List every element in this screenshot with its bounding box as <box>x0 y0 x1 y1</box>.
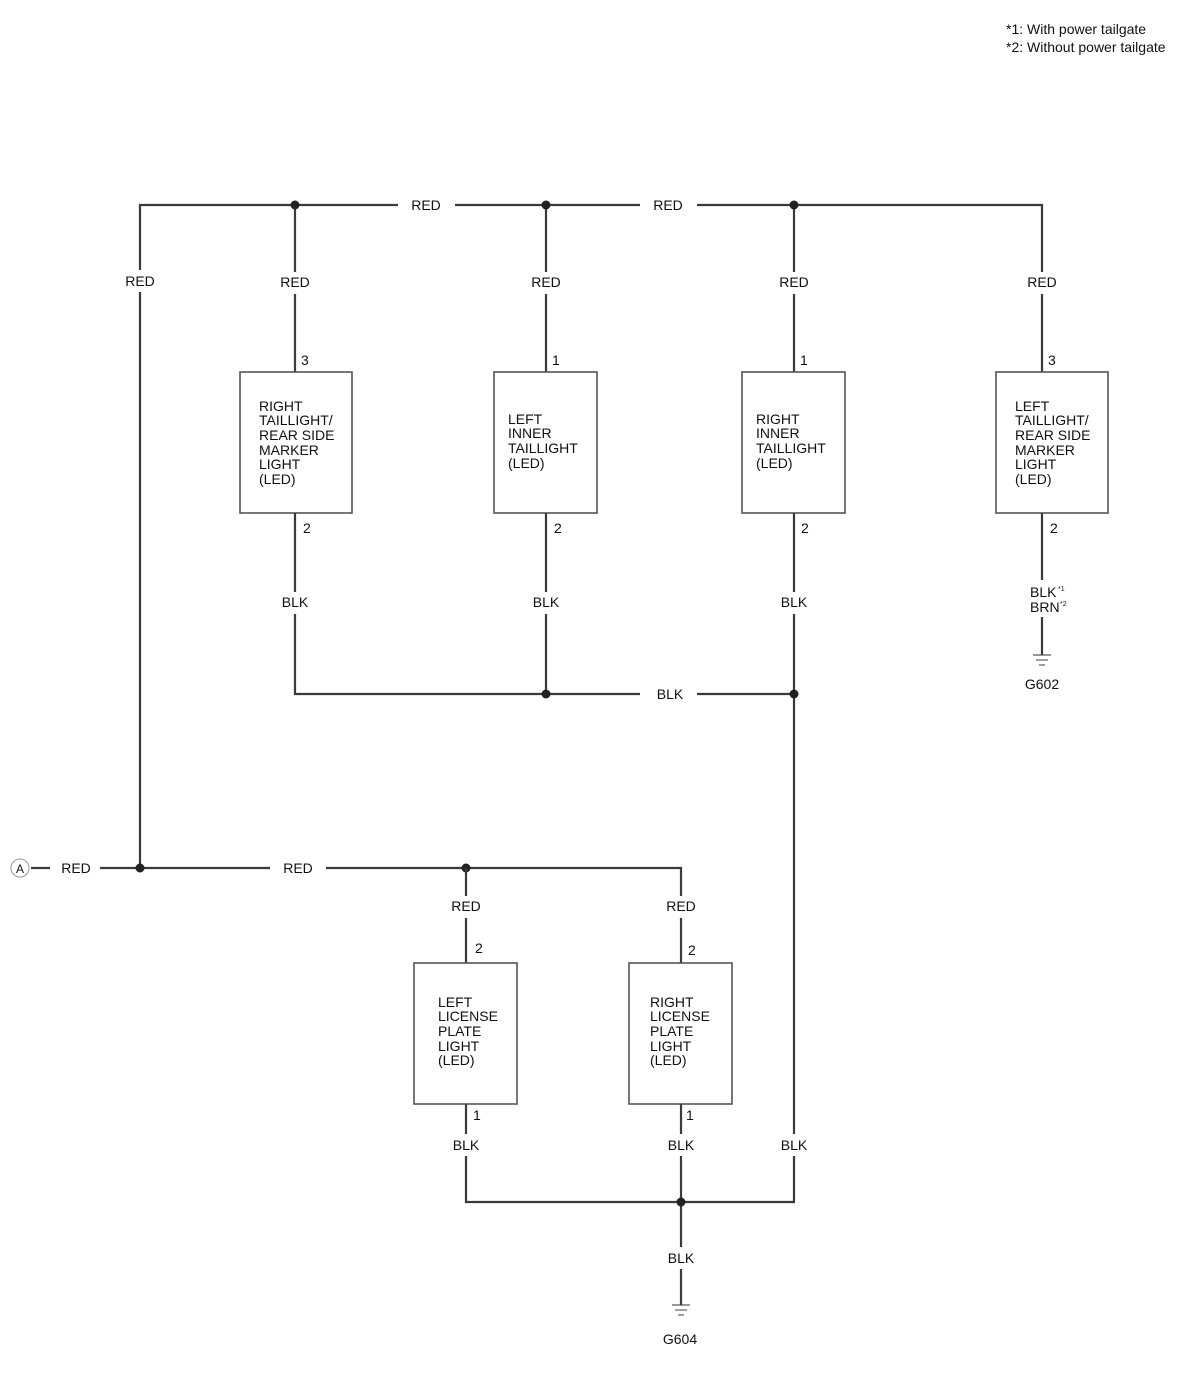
wire-label-red-llp: RED <box>451 898 481 914</box>
wire-label-blk-li: BLK <box>533 594 560 610</box>
wire-label-blk-lt: BLK <box>1030 584 1057 600</box>
blk-wire-right-inner <box>464 513 796 1204</box>
pin-ri-top: 1 <box>800 352 808 368</box>
component-label-line: REAR SIDE <box>259 427 334 443</box>
component-label-line: LICENSE <box>438 1008 498 1024</box>
splice-dot <box>676 1197 686 1207</box>
component-label-line: (LED) <box>508 455 545 471</box>
component-label-line: (LED) <box>756 455 793 471</box>
pin-ri-bot: 2 <box>801 520 809 536</box>
component-label-line: LEFT <box>438 994 473 1010</box>
right-license-plate-light-component: RIGHT LICENSE PLATE LIGHT (LED) <box>628 962 733 1105</box>
component-label-line: (LED) <box>259 471 296 487</box>
splice-dot <box>789 689 799 699</box>
component-label-line: TAILLIGHT/ <box>1015 412 1089 428</box>
wire-label-blk-ri: BLK <box>781 594 808 610</box>
splice-dot <box>541 689 551 699</box>
ground-symbol-g602 <box>1033 650 1051 666</box>
wire-label-blk-right: BLK <box>781 1137 808 1153</box>
wire-label-red-li: RED <box>531 274 561 290</box>
splice-dot <box>789 200 799 210</box>
wire-label-red-a: RED <box>61 860 91 876</box>
component-label-line: LIGHT <box>1015 456 1057 472</box>
component-label-line: LIGHT <box>259 456 301 472</box>
wire-label-blk-llp: BLK <box>453 1137 480 1153</box>
component-label-line: INNER <box>756 425 800 441</box>
component-label-line: TAILLIGHT <box>756 440 826 456</box>
left-inner-taillight-component: LEFT INNER TAILLIGHT (LED) <box>493 371 598 514</box>
pin-li-top: 1 <box>552 352 560 368</box>
pin-rt-bot: 2 <box>303 520 311 536</box>
wire-label-sup-1: *1 <box>1058 586 1065 593</box>
splice-dot <box>135 863 145 873</box>
note-1: *1: With power tailgate <box>1006 21 1146 37</box>
wire-label-red-top-2: RED <box>653 197 683 213</box>
ground-label-g602: G602 <box>1025 676 1059 692</box>
pin-rt-top: 3 <box>301 352 309 368</box>
component-label-line: TAILLIGHT/ <box>259 412 333 428</box>
wire-label-red-top-1: RED <box>411 197 441 213</box>
right-inner-taillight-component: RIGHT INNER TAILLIGHT (LED) <box>741 371 846 514</box>
component-label-line: LEFT <box>508 411 543 427</box>
wire-break <box>118 270 162 292</box>
wire-label-blk-rt: BLK <box>282 594 309 610</box>
left-taillight-component: LEFT TAILLIGHT/ REAR SIDE MARKER LIGHT (… <box>995 371 1109 514</box>
pin-llp-top: 2 <box>475 940 483 956</box>
red-top-bus-wire <box>138 203 1044 868</box>
component-label-line: PLATE <box>438 1023 481 1039</box>
wire-label-red-rlp: RED <box>666 898 696 914</box>
left-license-plate-light-component: LEFT LICENSE PLATE LIGHT (LED) <box>413 962 518 1105</box>
pin-lt-bot: 2 <box>1050 520 1058 536</box>
wire-label-blk-rlp: BLK <box>668 1137 695 1153</box>
wire-label-blk-mid: BLK <box>657 686 684 702</box>
ground-symbol-g604 <box>672 1300 690 1316</box>
component-label-line: INNER <box>508 425 552 441</box>
component-label-line: LIGHT <box>438 1038 480 1054</box>
component-label-line: (LED) <box>650 1052 687 1068</box>
component-label-line: RIGHT <box>650 994 694 1010</box>
component-label-line: REAR SIDE <box>1015 427 1090 443</box>
pin-rlp-bot: 1 <box>686 1107 694 1123</box>
wire-label-red-ri: RED <box>779 274 809 290</box>
component-label-line: MARKER <box>1015 442 1075 458</box>
component-label-line: LEFT <box>1015 398 1050 414</box>
pin-llp-bot: 1 <box>473 1107 481 1123</box>
wire-label-red-mid: RED <box>283 860 313 876</box>
component-label-line: (LED) <box>1015 471 1052 487</box>
pin-li-bot: 2 <box>554 520 562 536</box>
wire-label-sup-2: *2 <box>1060 601 1067 608</box>
component-label-line: LICENSE <box>650 1008 710 1024</box>
wire-label-red-lt: RED <box>1027 274 1057 290</box>
wire-label-brn-lt: BRN <box>1030 599 1060 615</box>
component-label-line: PLATE <box>650 1023 693 1039</box>
wire-label-red-left: RED <box>125 273 155 289</box>
red-wire-connector-a <box>31 866 683 896</box>
component-label-line: MARKER <box>259 442 319 458</box>
splice-dot <box>541 200 551 210</box>
component-label-line: RIGHT <box>756 411 800 427</box>
connector-a: A <box>10 858 30 878</box>
right-taillight-component: RIGHT TAILLIGHT/ REAR SIDE MARKER LIGHT … <box>239 371 353 514</box>
component-label-line: (LED) <box>438 1052 475 1068</box>
pin-lt-top: 3 <box>1048 352 1056 368</box>
component-label-line: RIGHT <box>259 398 303 414</box>
splice-dot <box>290 200 300 210</box>
blk-wire-right-taillight <box>293 513 640 696</box>
component-label-line: LIGHT <box>650 1038 692 1054</box>
pin-rlp-top: 2 <box>688 942 696 958</box>
wire-label-blk-g604: BLK <box>668 1250 695 1266</box>
note-2: *2: Without power tailgate <box>1006 39 1166 55</box>
svg-text:A: A <box>16 862 24 876</box>
wire-label-red-rt: RED <box>280 274 310 290</box>
ground-label-g604: G604 <box>663 1331 697 1347</box>
component-label-line: TAILLIGHT <box>508 440 578 456</box>
